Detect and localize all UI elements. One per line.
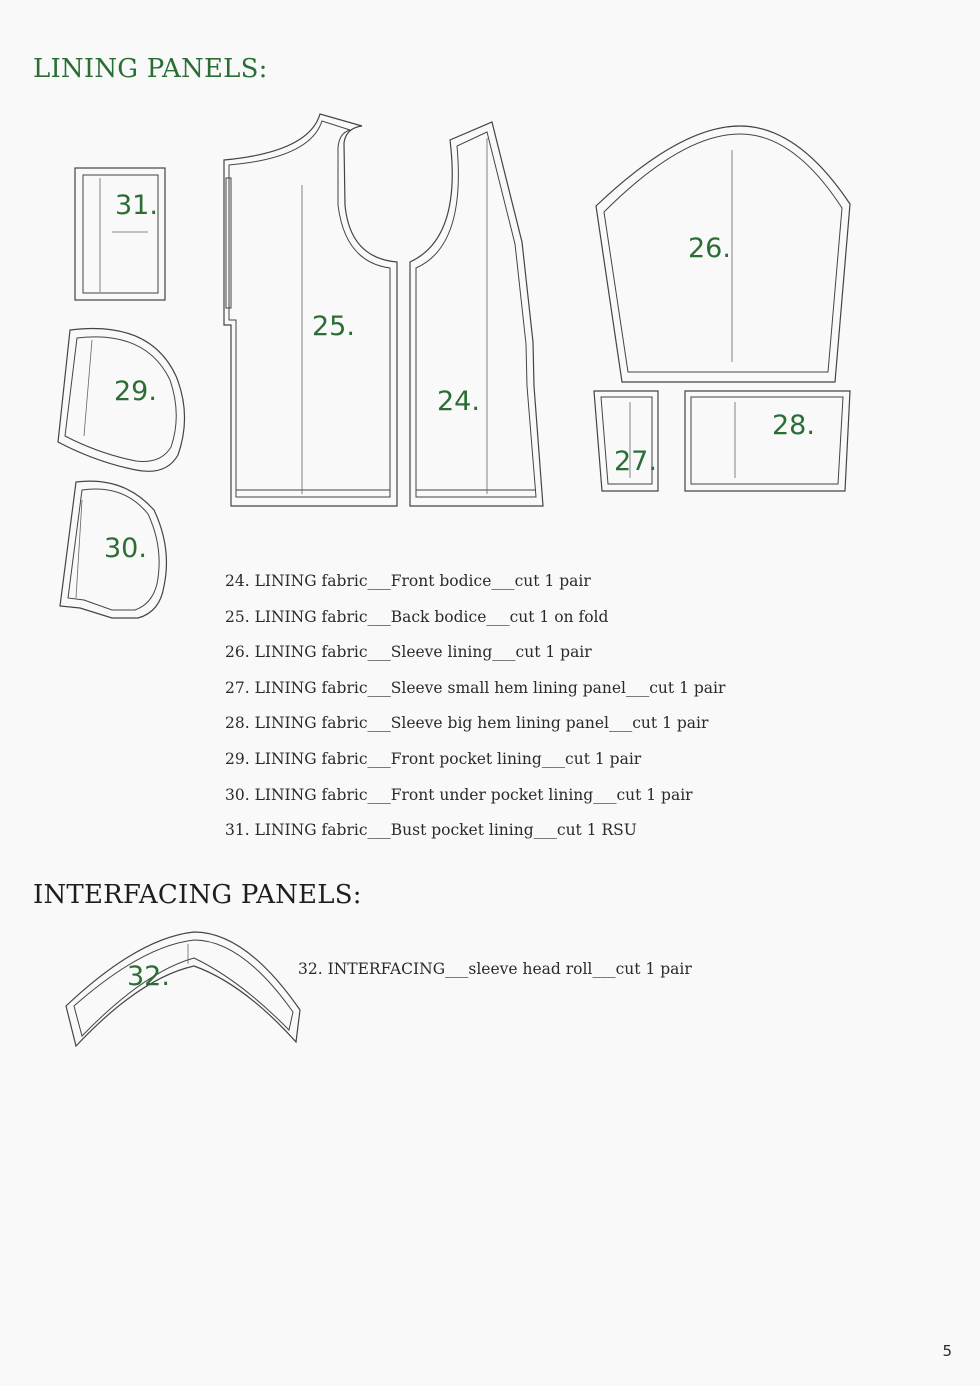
list-item: 31. LINING fabric___Bust pocket lining__… bbox=[225, 821, 637, 840]
piece-number-26: 26. bbox=[688, 233, 731, 264]
piece-number-30: 30. bbox=[104, 533, 147, 564]
piece-number-25: 25. bbox=[312, 311, 355, 342]
list-item: 26. LINING fabric___Sleeve lining___cut … bbox=[225, 643, 592, 662]
lining-cut-list: 24. LINING fabric___Front bodice___cut 1… bbox=[225, 572, 725, 857]
interfacing-panels-title: INTERFACING PANELS: bbox=[33, 880, 362, 910]
piece-number-27: 27. bbox=[614, 446, 657, 477]
pattern-piece-32: 32. bbox=[65, 931, 301, 1048]
pattern-piece-28: 28. bbox=[684, 390, 851, 492]
piece-number-31: 31. bbox=[115, 190, 158, 221]
piece-number-32: 32. bbox=[127, 961, 170, 992]
list-item: 25. LINING fabric___Back bodice___cut 1 … bbox=[225, 607, 609, 626]
list-item: 24. LINING fabric___Front bodice___cut 1… bbox=[225, 572, 591, 590]
page-number: 5 bbox=[942, 1342, 952, 1360]
pattern-piece-25: 25. bbox=[223, 113, 398, 507]
piece-number-28: 28. bbox=[772, 410, 815, 441]
pattern-piece-27: 27. bbox=[593, 390, 659, 492]
piece-number-29: 29. bbox=[114, 376, 157, 407]
pattern-piece-24: 24. bbox=[409, 121, 544, 507]
pattern-piece-31: 31. bbox=[74, 167, 166, 301]
list-item: 29. LINING fabric___Front pocket lining_… bbox=[225, 749, 642, 768]
interfacing-cut-item: 32. INTERFACING___sleeve head roll___cut… bbox=[298, 960, 692, 978]
pattern-piece-29: 29. bbox=[57, 327, 186, 472]
list-item: 28. LINING fabric___Sleeve big hem linin… bbox=[225, 714, 709, 733]
piece-number-24: 24. bbox=[437, 386, 480, 417]
pattern-piece-30: 30. bbox=[59, 480, 168, 619]
list-item: 30. LINING fabric___Front under pocket l… bbox=[225, 785, 693, 804]
list-item: 27. LINING fabric___Sleeve small hem lin… bbox=[225, 678, 726, 697]
pattern-piece-26: 26. bbox=[595, 125, 851, 383]
lining-panels-title: LINING PANELS: bbox=[33, 54, 268, 84]
